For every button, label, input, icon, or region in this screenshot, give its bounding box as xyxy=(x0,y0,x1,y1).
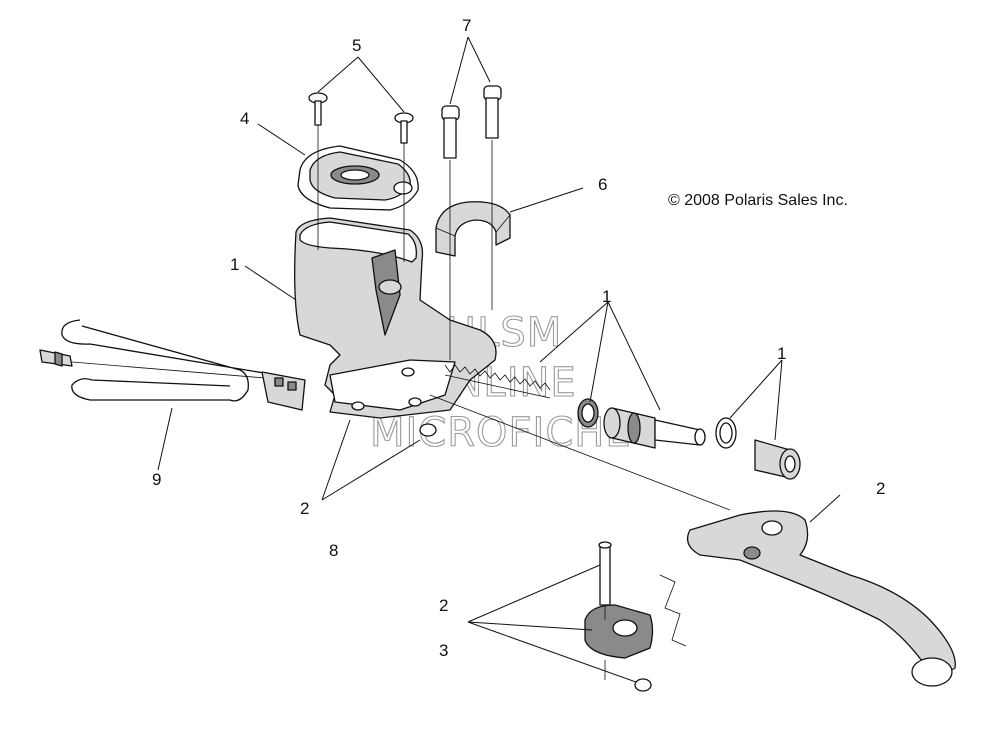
clamp-screws xyxy=(441,85,502,159)
brake-lever xyxy=(659,510,956,687)
callout-2-bottom: 2 xyxy=(439,596,448,615)
brake-switch-harness xyxy=(39,319,306,411)
callout-6: 6 xyxy=(598,175,607,194)
pivot-hardware xyxy=(419,423,654,692)
copyright-text: © 2008 Polaris Sales Inc. xyxy=(668,192,848,209)
handlebar-clamp xyxy=(435,201,511,257)
callout-1-piston: 1 xyxy=(602,287,611,306)
callout-9: 9 xyxy=(152,470,161,489)
piston-assembly xyxy=(444,364,801,480)
callout-3: 3 xyxy=(439,641,448,660)
callout-2-lever: 2 xyxy=(876,479,885,498)
callout-1-reservoir: 1 xyxy=(230,255,239,274)
callout-7: 7 xyxy=(462,16,471,35)
callout-8: 8 xyxy=(329,541,338,560)
callout-1-seal: 1 xyxy=(777,344,786,363)
callouts: 5 7 4 6 1 1 1 9 2 8 2 2 3 xyxy=(152,16,885,660)
callout-5: 5 xyxy=(352,36,361,55)
reservoir-cap-screws xyxy=(308,92,414,144)
callout-2-left: 2 xyxy=(300,499,309,518)
callout-4: 4 xyxy=(240,109,249,128)
master-cylinder-body xyxy=(294,217,497,419)
reservoir-cap xyxy=(297,145,419,211)
leader-lines xyxy=(157,36,841,683)
